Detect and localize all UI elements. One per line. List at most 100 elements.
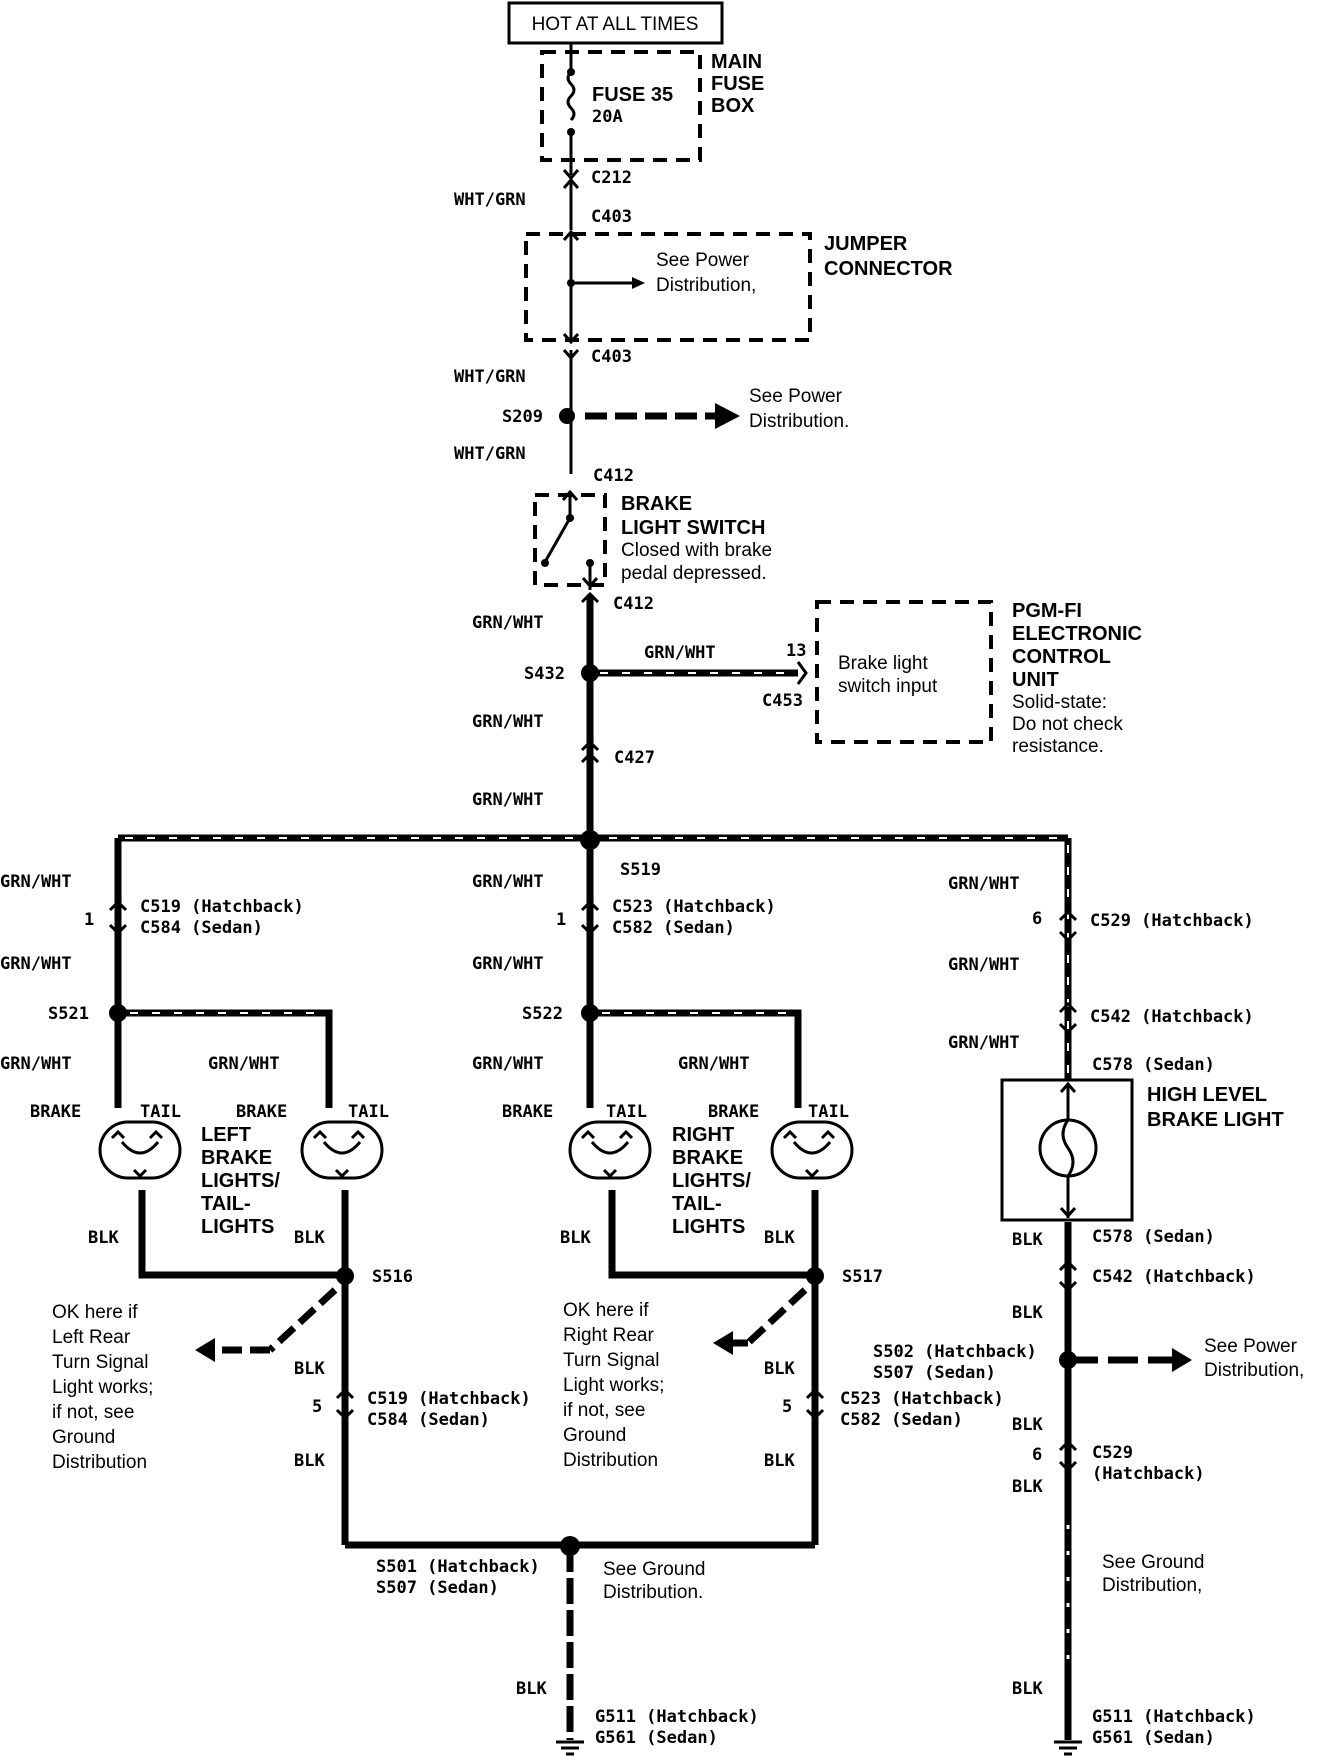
left-ok-2: Left Rear <box>52 1327 131 1348</box>
right-power-note-1: See Power <box>1204 1336 1298 1357</box>
wire-color-blk-l3: BLK <box>294 1359 325 1379</box>
right-pin-6a: 6 <box>1032 909 1042 929</box>
left-ok-6: Ground <box>52 1427 115 1448</box>
wire-color-blk-c4: BLK <box>764 1451 795 1471</box>
right-lights-2: BRAKE <box>672 1147 743 1169</box>
hot-at-all-times-box <box>507 1 724 45</box>
right-power-note-2: Distribution, <box>1204 1360 1304 1381</box>
right-c542-bottom: C542 (Hatchback) <box>1092 1267 1256 1287</box>
ecu-box <box>815 600 993 744</box>
left-lights-2: BRAKE <box>201 1147 272 1169</box>
connector-c403-bottom: C403 <box>591 347 632 367</box>
high-level-brake-light-box <box>1000 1078 1134 1222</box>
left-brake-label-1: BRAKE <box>30 1102 81 1122</box>
center-brake-label-2: BRAKE <box>708 1102 759 1122</box>
wire-color-wht-grn-1: WHT/GRN <box>454 190 526 210</box>
wire-color-wht-grn-3: WHT/GRN <box>454 444 526 464</box>
s209-note-2: Distribution. <box>749 411 849 432</box>
center-conn-top-2: C582 (Sedan) <box>612 918 735 938</box>
brake-switch-note-1: Closed with brake <box>621 540 772 561</box>
s501-label: S501 (Hatchback) <box>376 1557 540 1577</box>
left-conn-top-2: C584 (Sedan) <box>140 918 263 938</box>
right-lights-4: TAIL- <box>672 1193 722 1215</box>
right-ok-4: Light works; <box>563 1375 664 1396</box>
wire-color-blk-c3: BLK <box>764 1359 795 1379</box>
wire-color-grn-wht-l4: GRN/WHT <box>208 1054 280 1074</box>
switch-blade <box>543 517 572 563</box>
center-pin-top: 1 <box>556 910 566 930</box>
right-ok-1: OK here if <box>563 1300 649 1321</box>
hlbl-label-1: HIGH LEVEL <box>1147 1084 1267 1106</box>
right-c578-bottom: C578 (Sedan) <box>1092 1227 1215 1247</box>
right-bulb-1 <box>568 1120 652 1180</box>
ecu-title-3: CONTROL <box>1012 646 1111 668</box>
right-ok-7: Distribution <box>563 1450 658 1471</box>
ecu-inner-2: switch input <box>838 676 938 697</box>
jumper-label-2: CONNECTOR <box>824 258 953 280</box>
left-lights-5: LIGHTS <box>201 1216 274 1238</box>
center-g511: G511 (Hatchback) <box>595 1707 759 1727</box>
ground-symbol-center <box>556 1740 584 1756</box>
left-tail-label-2: TAIL <box>348 1102 389 1122</box>
center-pin-bottom: 5 <box>782 1397 792 1417</box>
right-ok-3: Turn Signal <box>563 1350 659 1371</box>
right-s507: S507 (Sedan) <box>873 1363 996 1383</box>
wire-color-blk-c5: BLK <box>516 1679 547 1699</box>
brake-switch-note-2: pedal depressed. <box>621 563 767 584</box>
center-conn-bot-2: C582 (Sedan) <box>840 1410 963 1430</box>
left-ok-3: Turn Signal <box>52 1352 148 1373</box>
left-ok-5: if not, see <box>52 1402 134 1423</box>
center-tail-label-1: TAIL <box>606 1102 647 1122</box>
connector-c212: C212 <box>591 168 632 188</box>
wire-color-blk-l4: BLK <box>294 1451 325 1471</box>
wire-color-grn-wht-2: GRN/WHT <box>472 712 544 732</box>
ecu-note-3: resistance. <box>1012 736 1104 757</box>
left-conn-top-1: C519 (Hatchback) <box>140 897 304 917</box>
splice-s517-label: S517 <box>842 1267 883 1287</box>
right-lights-5: LIGHTS <box>672 1216 745 1238</box>
main-fuse-box-label-1: MAIN <box>711 51 762 73</box>
splice-s432-label: S432 <box>524 664 565 684</box>
left-ok-4: Light works; <box>52 1377 153 1398</box>
splice-s519-label: S519 <box>620 860 661 880</box>
s507-bottom-label: S507 (Sedan) <box>376 1578 499 1598</box>
center-conn-bot-1: C523 (Hatchback) <box>840 1389 1004 1409</box>
right-ok-2: Right Rear <box>563 1325 654 1346</box>
right-lights-1: RIGHT <box>672 1124 734 1146</box>
left-lights-3: LIGHTS/ <box>201 1170 280 1192</box>
pin-13: 13 <box>786 641 806 661</box>
wire-color-grn-wht-c4: GRN/WHT <box>678 1054 750 1074</box>
s209-note-1: See Power <box>749 386 843 407</box>
jumper-note-2: Distribution, <box>656 275 756 296</box>
center-brake-label-1: BRAKE <box>502 1102 553 1122</box>
right-lights-3: LIGHTS/ <box>672 1170 751 1192</box>
ecu-inner-1: Brake light <box>838 653 928 674</box>
center-g561: G561 (Sedan) <box>595 1728 718 1748</box>
splice-s516-label: S516 <box>372 1267 413 1287</box>
left-ok-1: OK here if <box>52 1302 138 1323</box>
left-bulb-1 <box>98 1120 182 1180</box>
right-bulb-2 <box>770 1120 854 1180</box>
wire-color-blk-c1: BLK <box>560 1228 591 1248</box>
wire-color-grn-wht-l1: GRN/WHT <box>0 872 72 892</box>
right-c529-top: C529 (Hatchback) <box>1090 911 1254 931</box>
ecu-title-2: ELECTRONIC <box>1012 623 1142 645</box>
splice-s209-label: S209 <box>502 407 543 427</box>
splice-s516 <box>336 1267 354 1285</box>
fuse-symbol <box>566 70 576 122</box>
main-fuse-box-label-2: FUSE <box>711 73 764 95</box>
wire-color-blk-r3: BLK <box>1012 1415 1043 1435</box>
wire-color-blk-l2: BLK <box>294 1228 325 1248</box>
wire-color-grn-wht-c1: GRN/WHT <box>472 872 544 892</box>
center-ground-note-1: See Ground <box>603 1559 705 1580</box>
main-fuse-box <box>540 50 702 162</box>
wire-color-grn-wht-l2: GRN/WHT <box>0 954 72 974</box>
left-conn-bot-1: C519 (Hatchback) <box>367 1389 531 1409</box>
splice-s209 <box>559 408 575 424</box>
right-ok-5: if not, see <box>563 1400 645 1421</box>
center-ground-note-2: Distribution. <box>603 1582 703 1603</box>
wire-color-blk-r2: BLK <box>1012 1303 1043 1323</box>
fuse-name: FUSE 35 <box>592 84 673 106</box>
right-ground-note-1: See Ground <box>1102 1552 1204 1573</box>
